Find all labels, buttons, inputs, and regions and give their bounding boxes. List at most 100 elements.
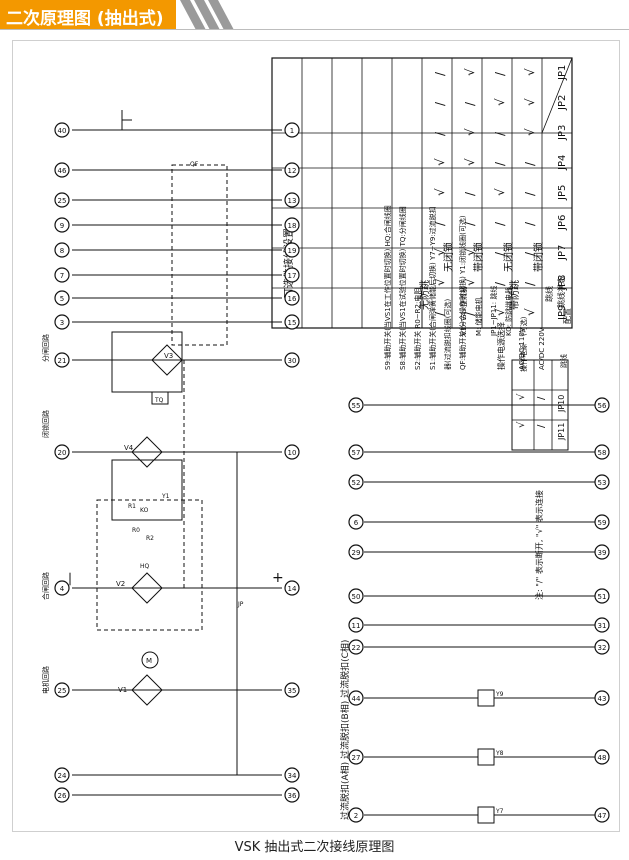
- terminal-aux-1-end-circle: [594, 444, 610, 460]
- terminal-mid-5: 26: [58, 792, 67, 800]
- terminal-mid-1: 20: [58, 449, 67, 457]
- terminal-mid-0: 21: [58, 357, 67, 365]
- terminal-mid-4-circle: [54, 767, 70, 783]
- table1-corner-bottom: 配置: [563, 308, 572, 324]
- terminal-aux-4-end: 39: [598, 549, 607, 557]
- mark-r0-c7: /: [523, 281, 537, 286]
- terminal-top-2-end: 13: [288, 197, 297, 205]
- terminal-ct-1: 27: [352, 754, 361, 762]
- mark-r0-c5: /: [523, 221, 537, 226]
- terminal-aux-1-circle: [348, 444, 364, 460]
- note-right-1: M: 储能电机: [474, 297, 483, 336]
- table1-group1: 带防跳: [508, 280, 521, 310]
- mark-r0-c1: √: [523, 98, 537, 106]
- comp-v1: V1: [118, 686, 127, 694]
- terminal-mid-5-end: 36: [288, 792, 297, 800]
- terminal-ct-0-end-circle: [594, 690, 610, 706]
- terminal-top-7-circle: [54, 314, 70, 330]
- table2-header: 操作电源: [519, 344, 528, 372]
- mark-r3-c0: /: [433, 71, 447, 76]
- note-left-3: S1:辅助开关(合闸弹簧储能后切换) Y7~Y9:过流脱扣: [428, 206, 437, 370]
- note-right-4: (可选): [519, 316, 528, 336]
- mark-r1-c2: /: [493, 131, 507, 136]
- comp-y9: Y9: [495, 691, 504, 698]
- jumper-config-table: [271, 57, 573, 329]
- mark-r3-c6: √: [433, 248, 447, 256]
- terminal-top-5-circle: [54, 267, 70, 283]
- terminal-top-2: 25: [58, 197, 67, 205]
- mark-r2-c8: /: [463, 311, 477, 316]
- terminal-mid-1-circle: [54, 444, 70, 460]
- table1-row-1: 无闭锁: [502, 242, 515, 272]
- terminal-top-5: 7: [60, 272, 64, 280]
- diagram-frame: [12, 40, 620, 832]
- terminal-aux-0-circle: [348, 397, 364, 413]
- note-left-2: S2:辅助开关 R0~R2:电阻: [413, 288, 422, 370]
- terminal-ct-2-circle: [348, 807, 364, 823]
- note-right-0: V1~V4: 整流器: [459, 286, 468, 336]
- mark-r2-c2: √: [463, 128, 477, 136]
- terminal-ct-0-end: 43: [598, 695, 607, 703]
- terminal-top-7-end: 15: [288, 319, 297, 327]
- wiring: [72, 110, 602, 824]
- table1-corner-top: 跳线: [544, 286, 554, 302]
- terminal-mid-4-end-circle: [284, 767, 300, 783]
- comp-ko: KO: [140, 507, 149, 514]
- terminal-aux-6-circle: [348, 617, 364, 633]
- terminal-aux-7: 22: [352, 644, 361, 652]
- terminal-aux-6: 11: [352, 622, 361, 630]
- terminal-aux-4: 29: [352, 549, 361, 557]
- jumper-col-JP3: JP3: [557, 125, 568, 141]
- table1-title: 可选件接线设置:: [282, 225, 295, 298]
- terminal-top-7-end-circle: [284, 314, 300, 330]
- terminal-aux-2: 52: [352, 479, 361, 487]
- legend-note: 注: "/" 表示断开, "√" 表示连接: [534, 490, 544, 600]
- terminal-top-6-circle: [54, 290, 70, 306]
- mark-r0-c8: √: [523, 308, 537, 316]
- terminal-top-2-circle: [54, 192, 70, 208]
- terminal-top-0-end-circle: [284, 122, 300, 138]
- terminal-aux-3-end: 59: [598, 519, 607, 527]
- terminal-aux-5-circle: [348, 588, 364, 604]
- terminal-top-3-end: 18: [288, 222, 297, 230]
- terminal-aux-4-circle: [348, 544, 364, 560]
- jumper-col-JP9: JP9: [557, 305, 568, 321]
- terminal-aux-5: 50: [352, 593, 361, 601]
- terminal-aux-2-circle: [348, 474, 364, 490]
- mark-r3-c3: √: [433, 158, 447, 166]
- note-left-5: QF:辅助开关(分合操作时切换) Y1:闭锁线圈(可选): [458, 215, 467, 370]
- mark-r1-c4: √: [493, 188, 507, 196]
- jumper-col-JP6: JP6: [557, 215, 568, 231]
- mark-r0-c0: √: [523, 68, 537, 76]
- terminal-mid-0-end-circle: [284, 352, 300, 368]
- terminal-top-1-end-circle: [284, 162, 300, 178]
- terminal-ct-2-end: 47: [598, 812, 607, 820]
- t2-mark-r0-c1: /: [536, 424, 547, 428]
- comp-v4: V4: [124, 444, 134, 452]
- note-left-0: S9:辅助开关(当VS1在工作位置时切换) HQ:合闸线圈: [383, 205, 392, 370]
- terminal-mid-3-end-circle: [284, 682, 300, 698]
- banner-title: 二次原理图 (抽出式): [6, 9, 164, 29]
- terminal-aux-5-end: 51: [598, 593, 607, 601]
- terminal-aux-3: 6: [354, 519, 359, 527]
- mark-r2-c6: √: [463, 248, 477, 256]
- t2-mark-r0-c0: /: [536, 396, 547, 400]
- table1-group2: 无防跳: [418, 280, 431, 310]
- terminal-aux-5-end-circle: [594, 588, 610, 604]
- mark-r2-c0: √: [463, 68, 477, 76]
- terminal-ct-2-end-circle: [594, 807, 610, 823]
- terminal-aux-0-end: 56: [598, 402, 607, 410]
- mark-r2-c4: /: [463, 191, 477, 196]
- terminal-aux-1: 57: [352, 449, 361, 457]
- terminal-top-6-end-circle: [284, 290, 300, 306]
- terminal-top-1-end: 12: [288, 167, 297, 175]
- terminal-aux-1-end: 58: [598, 449, 607, 457]
- banner-bar: [0, 0, 176, 30]
- terminal-top-5-end-circle: [284, 267, 300, 283]
- mark-r1-c3: /: [493, 161, 507, 166]
- table1-row-3: 无闭锁: [442, 242, 455, 272]
- mark-r3-c2: /: [433, 131, 447, 136]
- label-lock: 闭锁回路: [41, 410, 50, 438]
